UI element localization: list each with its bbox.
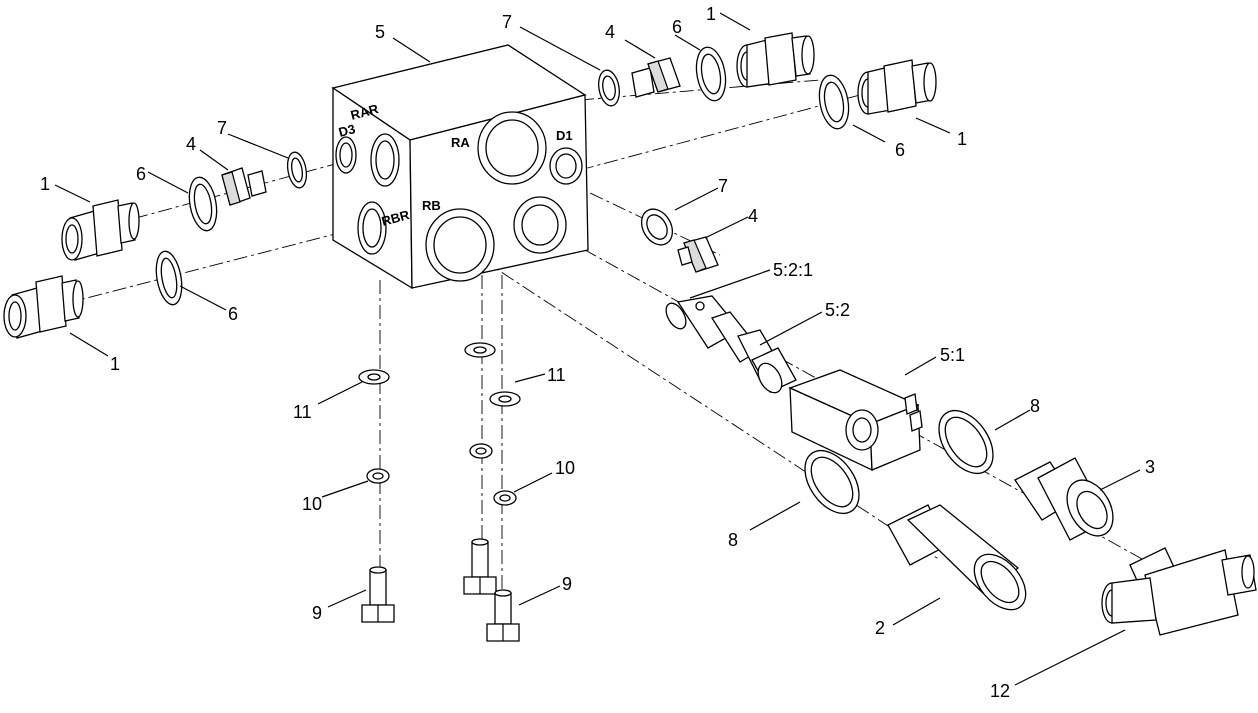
callout-3: 3 [1145,457,1155,477]
center-lines [39,79,1181,600]
seal-6-lower-left [155,250,183,306]
bolt-9-right [486,589,520,642]
fitting-1-right [857,59,937,115]
callout-11-left: 11 [293,402,312,422]
seal-8-right [938,410,994,474]
port-label-rb: RB [422,198,441,213]
callout-10-right: 10 [555,458,575,478]
valve-cartridge-5-2 [665,295,797,394]
fitting-1-lower-left [3,275,84,339]
seal-6-top [695,46,727,102]
washer-11-right-upper [464,342,496,358]
bolt-9-left [361,566,395,623]
callout-5: 5 [375,22,385,42]
callout-1-right: 1 [957,129,967,149]
plug-4-left [221,167,267,206]
callout-7-top: 7 [502,12,512,32]
plug-4-right [677,236,719,273]
callout-10-left: 10 [302,494,322,514]
callout-5-2: 5:2 [825,300,850,320]
fitting-3 [1014,457,1114,541]
callout-9-right: 9 [562,574,572,594]
plug-4-top [631,57,681,98]
callout-9-left: 9 [312,603,322,623]
washer-10-right [493,490,517,506]
callout-5-2-1: 5:2:1 [773,260,813,280]
callout-6-right: 6 [895,140,905,160]
callout-1-top: 1 [706,4,716,24]
washer-10-left [366,468,390,484]
elbow-fitting-12 [1101,547,1257,636]
seal-6-upper-left [188,176,218,232]
callout-5-1: 5:1 [940,345,965,365]
callout-7-left: 7 [217,118,227,138]
seal-7-right [640,208,674,246]
callout-4-top: 4 [605,22,615,42]
callout-8-right: 8 [1030,396,1040,416]
washer-10-right-upper [469,443,493,459]
leader-lines [54,12,1141,686]
bolt-9-middle [463,538,497,595]
callout-2: 2 [875,618,885,638]
callout-7-right: 7 [718,176,728,196]
washer-11-right [489,391,521,407]
seal-6-right [818,74,850,130]
seal-7-left [286,151,308,189]
port-label-d3: D3 [337,121,357,140]
callout-6-upper-left: 6 [136,164,146,184]
fitting-1-top [736,32,815,88]
callout-4-right: 4 [748,206,758,226]
fitting-2 [887,504,1027,611]
port-label-d1: D1 [556,128,573,143]
callout-6-top: 6 [672,17,682,37]
callout-11-right: 11 [547,365,566,385]
callout-8-left: 8 [728,530,738,550]
port-label-rar: RAR [349,101,381,123]
port-label-rbr: RBR [380,207,412,229]
solenoid-coil-5-1 [788,369,923,472]
seal-8-left [804,450,860,514]
callout-1-lower-left: 1 [110,354,120,374]
manifold-block: RAR D3 RA D1 RB RBR [331,44,589,290]
callout-6-lower-left: 6 [228,304,238,324]
callout-labels: 5 7 4 6 1 1 6 7 4 1 6 1 6 7 4 5:2:1 5:2 … [40,4,1155,701]
callout-12: 12 [990,681,1010,701]
port-label-ra: RA [451,135,470,150]
seal-7-top [598,69,620,107]
callout-1-upper-left: 1 [40,174,50,194]
fitting-1-upper-left [61,199,140,261]
callout-4-left: 4 [186,134,196,154]
washer-11-left [358,369,390,385]
